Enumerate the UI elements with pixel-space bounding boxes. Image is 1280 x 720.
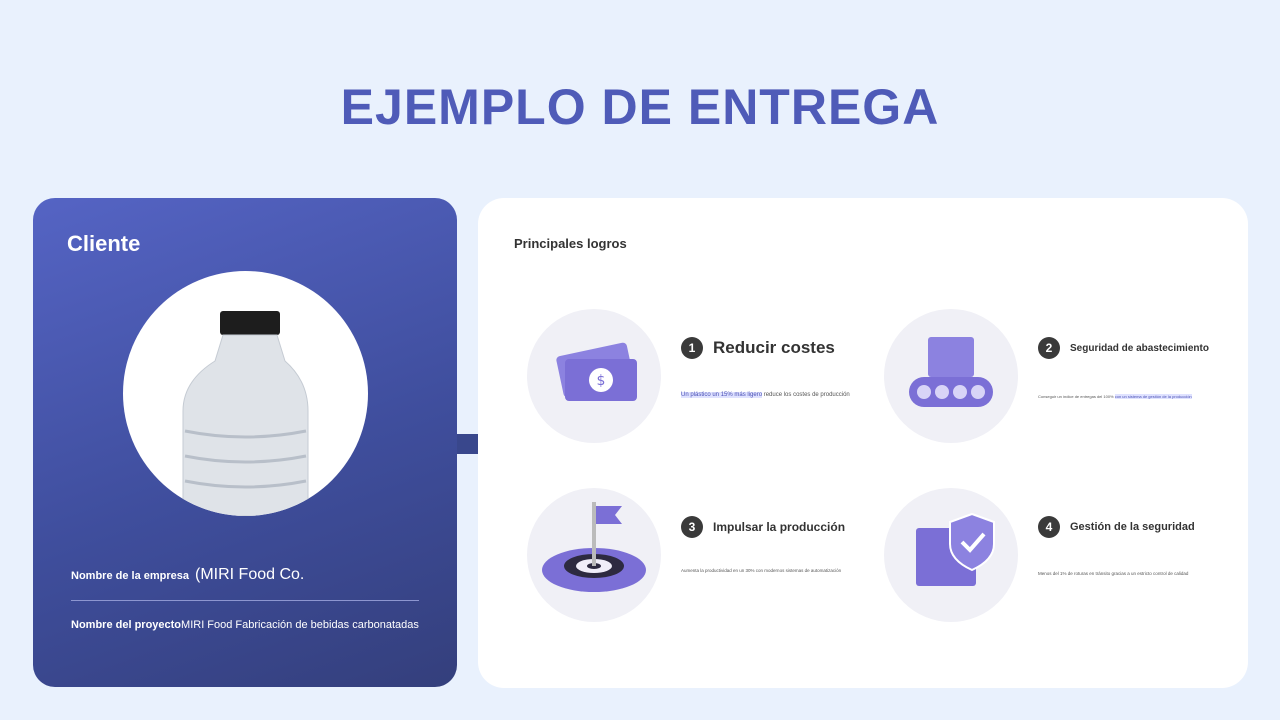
item-desc: Un plástico un 15% más ligero reduce los… bbox=[681, 392, 850, 398]
bottle-image bbox=[123, 271, 368, 516]
item-number: 1 bbox=[681, 337, 703, 359]
item-title: Reducir costes bbox=[713, 338, 835, 357]
achievement-1: $ 1 Reducir costes Un plástico un 15% más… bbox=[527, 309, 867, 444]
item-desc: Conseguir un índice de entregas del 100%… bbox=[1038, 394, 1192, 399]
item-desc: Aumenta la productividad en un 30% con m… bbox=[681, 568, 842, 573]
achievement-3: 3 Impulsar la producción Aumenta la produ… bbox=[527, 488, 867, 623]
desc-text: Conseguir un índice de entregas del 100% bbox=[1038, 394, 1115, 399]
client-heading: Cliente bbox=[67, 231, 141, 256]
client-card: Cliente Nombre de la empresa (MIRI Food … bbox=[33, 198, 457, 687]
conveyor-box-icon bbox=[884, 309, 1018, 443]
item-title: Seguridad de abastecimiento bbox=[1070, 342, 1209, 354]
project-value: MIRI Food Fabricación de bebidas carbona… bbox=[181, 619, 419, 631]
panel-heading: Principales logros bbox=[514, 236, 627, 251]
project-label: Nombre del proyecto bbox=[71, 619, 182, 631]
company-row: Nombre de la empresa (MIRI Food Co. bbox=[71, 566, 304, 584]
divider bbox=[71, 600, 419, 601]
desc-highlight: Un plástico un 15% más ligero bbox=[681, 392, 763, 398]
money-icon: $ bbox=[527, 309, 661, 443]
target-gear-flag-icon bbox=[527, 488, 661, 622]
item-number: 3 bbox=[681, 516, 703, 538]
achievement-2: 2 Seguridad de abastecimiento Conseguir u… bbox=[884, 309, 1224, 444]
achievement-4: 4 Gestión de la seguridad Menos del 1% de… bbox=[884, 488, 1224, 623]
item-title: Impulsar la producción bbox=[713, 520, 846, 534]
box-shield-icon bbox=[884, 488, 1018, 622]
item-number: 2 bbox=[1038, 337, 1060, 359]
item-number: 4 bbox=[1038, 516, 1060, 538]
item-title: Gestión de la seguridad bbox=[1070, 521, 1195, 533]
page-title: EJEMPLO DE ENTREGA bbox=[340, 79, 940, 135]
company-label: Nombre de la empresa bbox=[71, 570, 189, 582]
svg-text:$: $ bbox=[597, 373, 606, 389]
desc-highlight: con un sistema de gestión de la producci… bbox=[1114, 394, 1192, 399]
project-row: Nombre del proyecto MIRI Food Fabricació… bbox=[71, 619, 419, 631]
desc-text: reduce los costes de producción bbox=[762, 392, 850, 398]
item-desc: Menos del 1% de roturas en tránsito grac… bbox=[1038, 571, 1189, 576]
achievements-panel: Principales logros $ 1 Reducir costes Un … bbox=[478, 198, 1248, 688]
company-value: (MIRI Food Co. bbox=[195, 566, 305, 583]
